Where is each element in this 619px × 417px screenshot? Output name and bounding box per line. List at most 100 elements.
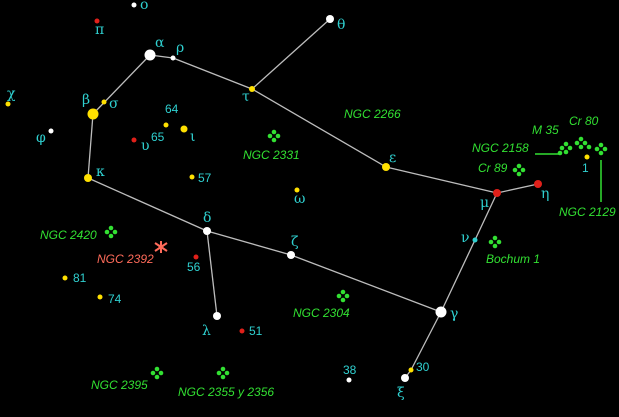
label-ngc2331: NGC 2331 bbox=[243, 148, 300, 162]
label-xi: ξ bbox=[397, 385, 405, 401]
cluster-symbol-ngc2304 bbox=[336, 289, 350, 303]
line-epsilon-mu bbox=[385, 166, 498, 194]
label-epsilon: ε bbox=[389, 150, 396, 166]
label-theta: θ bbox=[337, 17, 345, 33]
label-74: 74 bbox=[108, 292, 122, 306]
star-mu bbox=[493, 189, 501, 197]
cluster-symbol-ngc2355 bbox=[216, 366, 230, 380]
cluster-symbol-cr89 bbox=[512, 163, 526, 177]
label-eta: η bbox=[541, 186, 549, 202]
label-m35: M 35 bbox=[532, 123, 559, 137]
line-kappa-beta bbox=[87, 113, 94, 179]
stars bbox=[5, 2, 590, 383]
label-51: 51 bbox=[249, 324, 263, 338]
label-kappa: κ bbox=[96, 164, 105, 180]
star-nu bbox=[472, 237, 478, 243]
star-30 bbox=[408, 367, 414, 373]
label-omicron: ο bbox=[140, 0, 148, 13]
star-pi bbox=[94, 18, 100, 24]
star-64 bbox=[163, 122, 169, 128]
label-delta: δ bbox=[203, 210, 211, 226]
label-cr89: Cr 89 bbox=[478, 161, 508, 175]
line-nu-gamma bbox=[440, 239, 476, 313]
cluster-symbol-ngc2420 bbox=[104, 225, 118, 239]
cluster-symbol-ngc2129 bbox=[594, 142, 608, 156]
star-sigma bbox=[101, 99, 107, 105]
label-ngc2304: NGC 2304 bbox=[293, 306, 350, 320]
label-57: 57 bbox=[198, 171, 212, 185]
label-81: 81 bbox=[73, 271, 87, 285]
star-zeta bbox=[287, 251, 295, 259]
label-tau: τ bbox=[242, 89, 250, 105]
star-beta bbox=[87, 108, 99, 120]
star-lambda bbox=[213, 312, 221, 320]
star-omega bbox=[294, 187, 300, 193]
star-iota bbox=[180, 125, 188, 133]
label-ngc2392: NGC 2392 bbox=[97, 252, 154, 266]
label-cr80: Cr 80 bbox=[569, 114, 599, 128]
star-rho bbox=[170, 55, 176, 61]
label-bochum1: Bochum 1 bbox=[486, 252, 540, 266]
line-delta-kappa bbox=[87, 177, 208, 232]
label-chi: χ bbox=[7, 86, 16, 102]
label-56: 56 bbox=[187, 260, 201, 274]
label-upsilon: υ bbox=[141, 138, 150, 154]
constellation-lines bbox=[87, 18, 539, 379]
label-rho: ρ bbox=[176, 40, 184, 56]
label-65: 65 bbox=[151, 130, 165, 144]
cluster-symbols bbox=[104, 129, 608, 380]
label-64: 64 bbox=[165, 102, 179, 116]
label-lambda: λ bbox=[202, 323, 211, 339]
cluster-labels: NGC 2266 NGC 2331 NGC 2420 NGC 2304 NGC … bbox=[40, 107, 616, 399]
star-1 bbox=[584, 154, 590, 160]
cluster-symbol-ngc2331 bbox=[267, 129, 281, 143]
star-chi bbox=[5, 101, 11, 107]
star-labels: ο π α ρ θ χ β σ τ φ 64 υ 65 ι κ 57 ε ω δ… bbox=[7, 0, 589, 401]
label-ngc2266: NGC 2266 bbox=[344, 107, 401, 121]
star-delta bbox=[203, 227, 211, 235]
line-tau-theta bbox=[251, 18, 331, 90]
line-tau-epsilon bbox=[251, 88, 387, 168]
line-delta-lambda bbox=[206, 230, 218, 317]
star-74 bbox=[97, 294, 103, 300]
line-rho-tau bbox=[172, 57, 253, 90]
cluster-symbol-ngc2395 bbox=[150, 366, 164, 380]
label-gamma: γ bbox=[450, 306, 458, 322]
label-38: 38 bbox=[343, 363, 357, 377]
label-omega: ω bbox=[294, 191, 305, 207]
label-alpha: α bbox=[155, 35, 165, 51]
star-81 bbox=[62, 275, 68, 281]
label-ngc2129: NGC 2129 bbox=[559, 205, 616, 219]
star-56 bbox=[193, 254, 199, 260]
line-zeta-delta bbox=[206, 230, 292, 256]
cluster-symbol-m35 bbox=[557, 141, 573, 156]
label-pi: π bbox=[95, 22, 104, 38]
star-upsilon bbox=[131, 137, 137, 143]
nebula-symbol-ngc2392 bbox=[154, 241, 168, 253]
cluster-symbol-cr80 bbox=[574, 136, 592, 150]
star-38 bbox=[346, 377, 352, 383]
star-theta bbox=[326, 15, 334, 23]
label-sigma: σ bbox=[109, 96, 119, 112]
label-ngc2355-2356: NGC 2355 y 2356 bbox=[178, 385, 274, 399]
line-gamma-30 bbox=[410, 311, 442, 371]
label-iota: ι bbox=[190, 129, 196, 145]
star-alpha bbox=[144, 49, 156, 61]
star-phi bbox=[48, 128, 54, 134]
label-30: 30 bbox=[416, 360, 430, 374]
label-zeta: ζ bbox=[291, 234, 299, 250]
label-ngc2420: NGC 2420 bbox=[40, 228, 97, 242]
star-epsilon bbox=[382, 163, 390, 171]
label-nu: ν bbox=[461, 230, 470, 246]
label-mu: μ bbox=[480, 195, 489, 211]
label-ngc2158: NGC 2158 bbox=[472, 141, 529, 155]
star-51 bbox=[239, 328, 245, 334]
star-57 bbox=[189, 174, 195, 180]
label-phi: φ bbox=[36, 130, 46, 146]
label-ngc2395: NGC 2395 bbox=[91, 378, 148, 392]
star-tau bbox=[249, 86, 255, 92]
line-mu-eta bbox=[496, 183, 539, 194]
cluster-symbol-bochum1 bbox=[488, 235, 502, 249]
